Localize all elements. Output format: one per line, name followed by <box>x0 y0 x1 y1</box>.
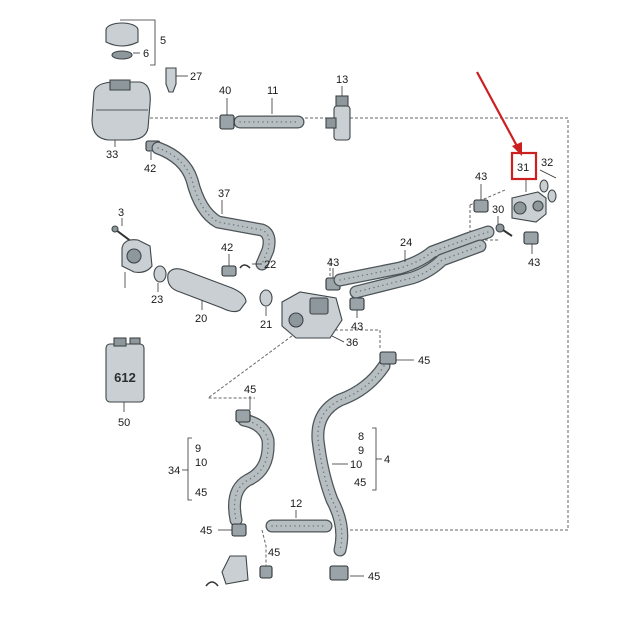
coolant-distributor-36 <box>281 291 345 343</box>
clamp-45-right-top <box>379 351 414 365</box>
callout-37: 37 <box>218 188 230 200</box>
callout-9-right: 9 <box>358 445 364 457</box>
callout-27: 27 <box>190 71 202 83</box>
seals-32 <box>539 169 557 203</box>
callout-23: 23 <box>151 294 163 306</box>
coolant-canister <box>105 337 145 412</box>
elbow-fitting <box>205 529 273 587</box>
callout-32: 32 <box>541 157 553 169</box>
hose-12 <box>265 510 333 533</box>
callout-33: 33 <box>106 149 118 161</box>
highlight-arrow <box>476 71 522 156</box>
hose-24 <box>333 225 495 299</box>
callout-12: 12 <box>290 498 302 510</box>
seal-21 <box>259 289 273 316</box>
callout-21: 21 <box>260 319 272 331</box>
callout-45-left-lower: 45 <box>200 525 212 537</box>
thermostat-housing <box>121 239 153 288</box>
callout-4: 4 <box>384 454 390 466</box>
callout-43-right-top: 43 <box>475 171 487 183</box>
callout-43-low: 43 <box>351 321 363 333</box>
level-sensor <box>165 67 188 93</box>
clamp-42-lower <box>221 254 237 277</box>
connector-31 <box>511 180 547 223</box>
callout-45-left-bracket: 45 <box>195 487 207 499</box>
hose-34 <box>228 413 275 527</box>
seal-23 <box>153 265 167 292</box>
callout-42-upper: 42 <box>144 163 156 175</box>
callout-8: 8 <box>358 431 364 443</box>
callout-11: 11 <box>267 85 278 97</box>
bolt-3 <box>111 218 133 243</box>
cap-bracket <box>120 19 156 66</box>
callout-5: 5 <box>160 35 166 47</box>
canister-label: 612 <box>114 370 136 385</box>
callout-10-left: 10 <box>195 457 207 469</box>
expansion-tank <box>91 79 151 147</box>
callout-45-right-top: 45 <box>418 355 430 367</box>
callout-24: 24 <box>400 237 412 249</box>
callout-6: 6 <box>143 48 149 60</box>
callout-45-right-bottom: 45 <box>368 571 380 583</box>
clamp-43-right-top <box>473 184 489 213</box>
bracket-34 <box>182 437 192 501</box>
callout-34: 34 <box>168 465 180 477</box>
callout-9-left: 9 <box>195 443 201 455</box>
callout-3: 3 <box>118 207 124 219</box>
callout-10-right: 10 <box>350 459 362 471</box>
hose-4 <box>311 359 391 557</box>
bolt-30 <box>495 216 513 237</box>
bracket-4 <box>372 427 382 491</box>
pipe-20 <box>167 268 247 313</box>
clamp-43-low <box>349 297 365 318</box>
clamp-45-right-bottom <box>329 565 364 581</box>
valve-13 <box>325 86 351 141</box>
callout-45-left-upper: 45 <box>244 384 256 396</box>
callout-36: 36 <box>346 337 358 349</box>
clamp-45-left-upper <box>235 396 251 423</box>
callout-45-bottom-left: 45 <box>268 547 280 559</box>
clamp-43-right-low <box>523 231 539 254</box>
callout-20: 20 <box>195 313 207 325</box>
clamp-40 <box>219 98 235 130</box>
callout-30: 30 <box>492 204 504 216</box>
callout-43-right-low: 43 <box>528 257 540 269</box>
clamp-45-left-lower <box>218 523 247 537</box>
hose-11 <box>233 98 305 129</box>
callout-22: 22 <box>264 259 276 271</box>
highlight-box-31 <box>510 151 538 181</box>
clip-22 <box>239 263 262 269</box>
callout-45-right-bracket: 45 <box>354 477 366 489</box>
callout-42-lower: 42 <box>221 242 233 254</box>
callout-50: 50 <box>118 417 130 429</box>
callout-40: 40 <box>219 85 231 97</box>
expansion-tank-cap <box>105 22 139 60</box>
callout-31: 31 <box>517 162 529 174</box>
callout-13: 13 <box>336 74 348 86</box>
callout-43-top: 43 <box>327 257 339 269</box>
hose-37 <box>151 141 276 271</box>
